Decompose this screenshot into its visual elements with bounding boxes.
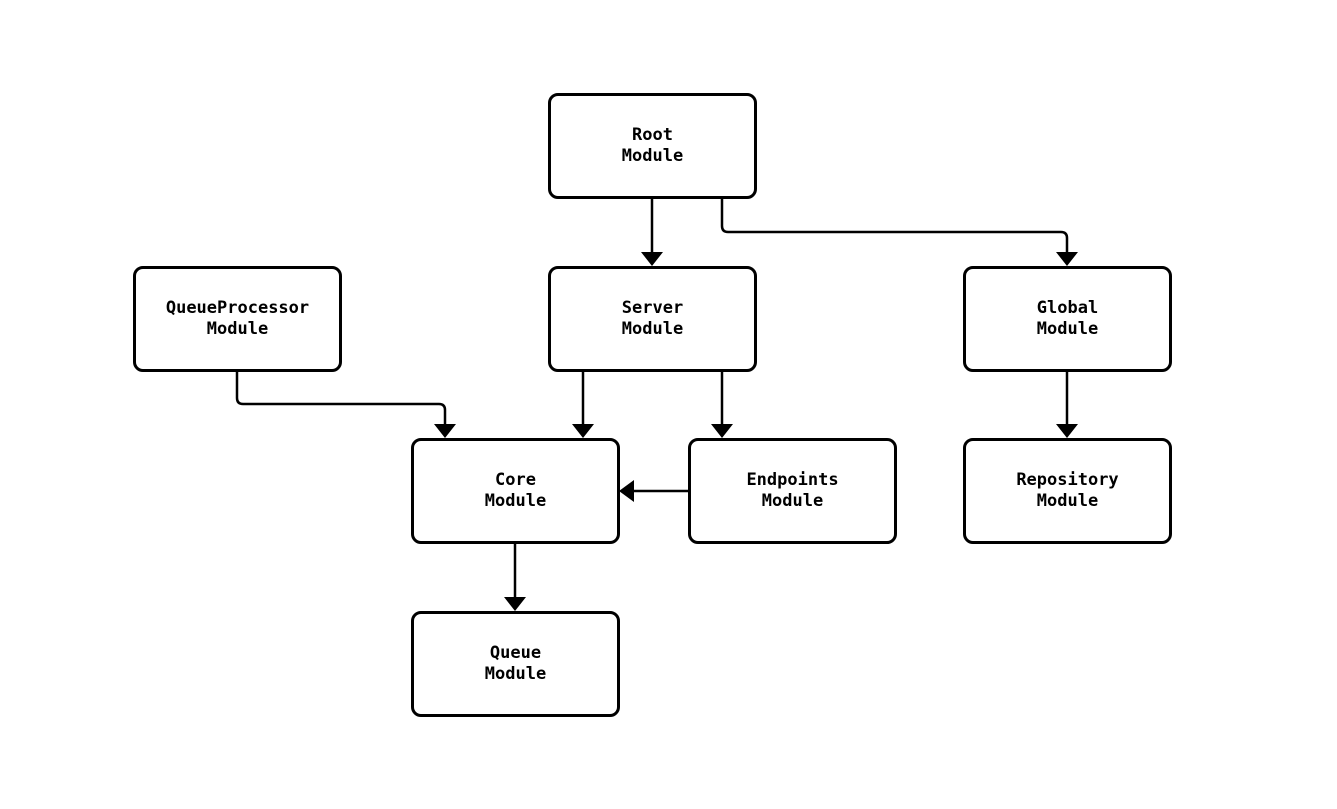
- node-core-module: Core Module: [411, 438, 620, 544]
- edge-global-to-repository: [1056, 372, 1078, 438]
- edge-endpoints-to-core: [619, 480, 688, 502]
- edge-server-to-core: [572, 372, 594, 438]
- node-queue-module: Queue Module: [411, 611, 620, 717]
- node-repository-module-label: Repository Module: [1016, 470, 1119, 511]
- node-queueprocessor-module: QueueProcessor Module: [133, 266, 342, 372]
- edge-core-to-queue: [504, 544, 526, 611]
- node-server-module-label: Server Module: [621, 298, 684, 339]
- node-queueprocessor-module-label: QueueProcessor Module: [165, 298, 310, 339]
- node-core-module-label: Core Module: [484, 470, 547, 511]
- node-endpoints-module-label: Endpoints Module: [746, 470, 839, 511]
- edge-root-to-server: [641, 199, 663, 266]
- edge-root-to-global: [720, 199, 1078, 266]
- node-endpoints-module: Endpoints Module: [688, 438, 897, 544]
- node-global-module-label: Global Module: [1036, 298, 1099, 339]
- node-root-module-label: Root Module: [621, 125, 684, 166]
- node-global-module: Global Module: [963, 266, 1172, 372]
- node-repository-module: Repository Module: [963, 438, 1172, 544]
- node-server-module: Server Module: [548, 266, 757, 372]
- edge-queueprocessor-to-core: [235, 372, 456, 438]
- node-root-module: Root Module: [548, 93, 757, 199]
- edge-server-to-endpoints: [711, 372, 733, 438]
- node-queue-module-label: Queue Module: [484, 643, 547, 684]
